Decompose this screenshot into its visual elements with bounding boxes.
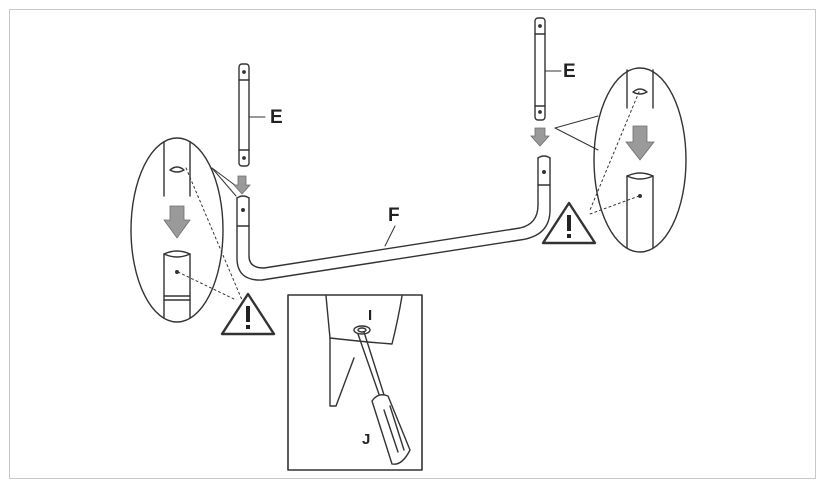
label-e-left: E: [270, 107, 283, 128]
arrow-left-detail: [163, 205, 191, 239]
inset-box: [287, 294, 423, 471]
arrow-left-main: [233, 175, 251, 195]
warning-triangle-icon: [220, 292, 276, 336]
connector-lines-right: [554, 115, 599, 151]
arrow-right-detail: [625, 125, 655, 161]
label-i: I: [368, 307, 373, 324]
screwdriver-j: [357, 331, 411, 465]
label-e-right: E: [563, 61, 576, 82]
tube-e-right: [534, 17, 546, 121]
dotted-lines-left: [177, 167, 243, 301]
leader-f: [384, 225, 396, 247]
connector-lines-left: [211, 167, 237, 197]
tube-e-left: [238, 63, 250, 167]
label-j: J: [362, 431, 371, 448]
warning-triangle-icon: [541, 201, 597, 245]
arrow-right-main: [530, 127, 550, 147]
label-f: F: [388, 205, 400, 226]
base-tube-f: [236, 155, 551, 281]
dotted-lines-right: [589, 91, 640, 215]
